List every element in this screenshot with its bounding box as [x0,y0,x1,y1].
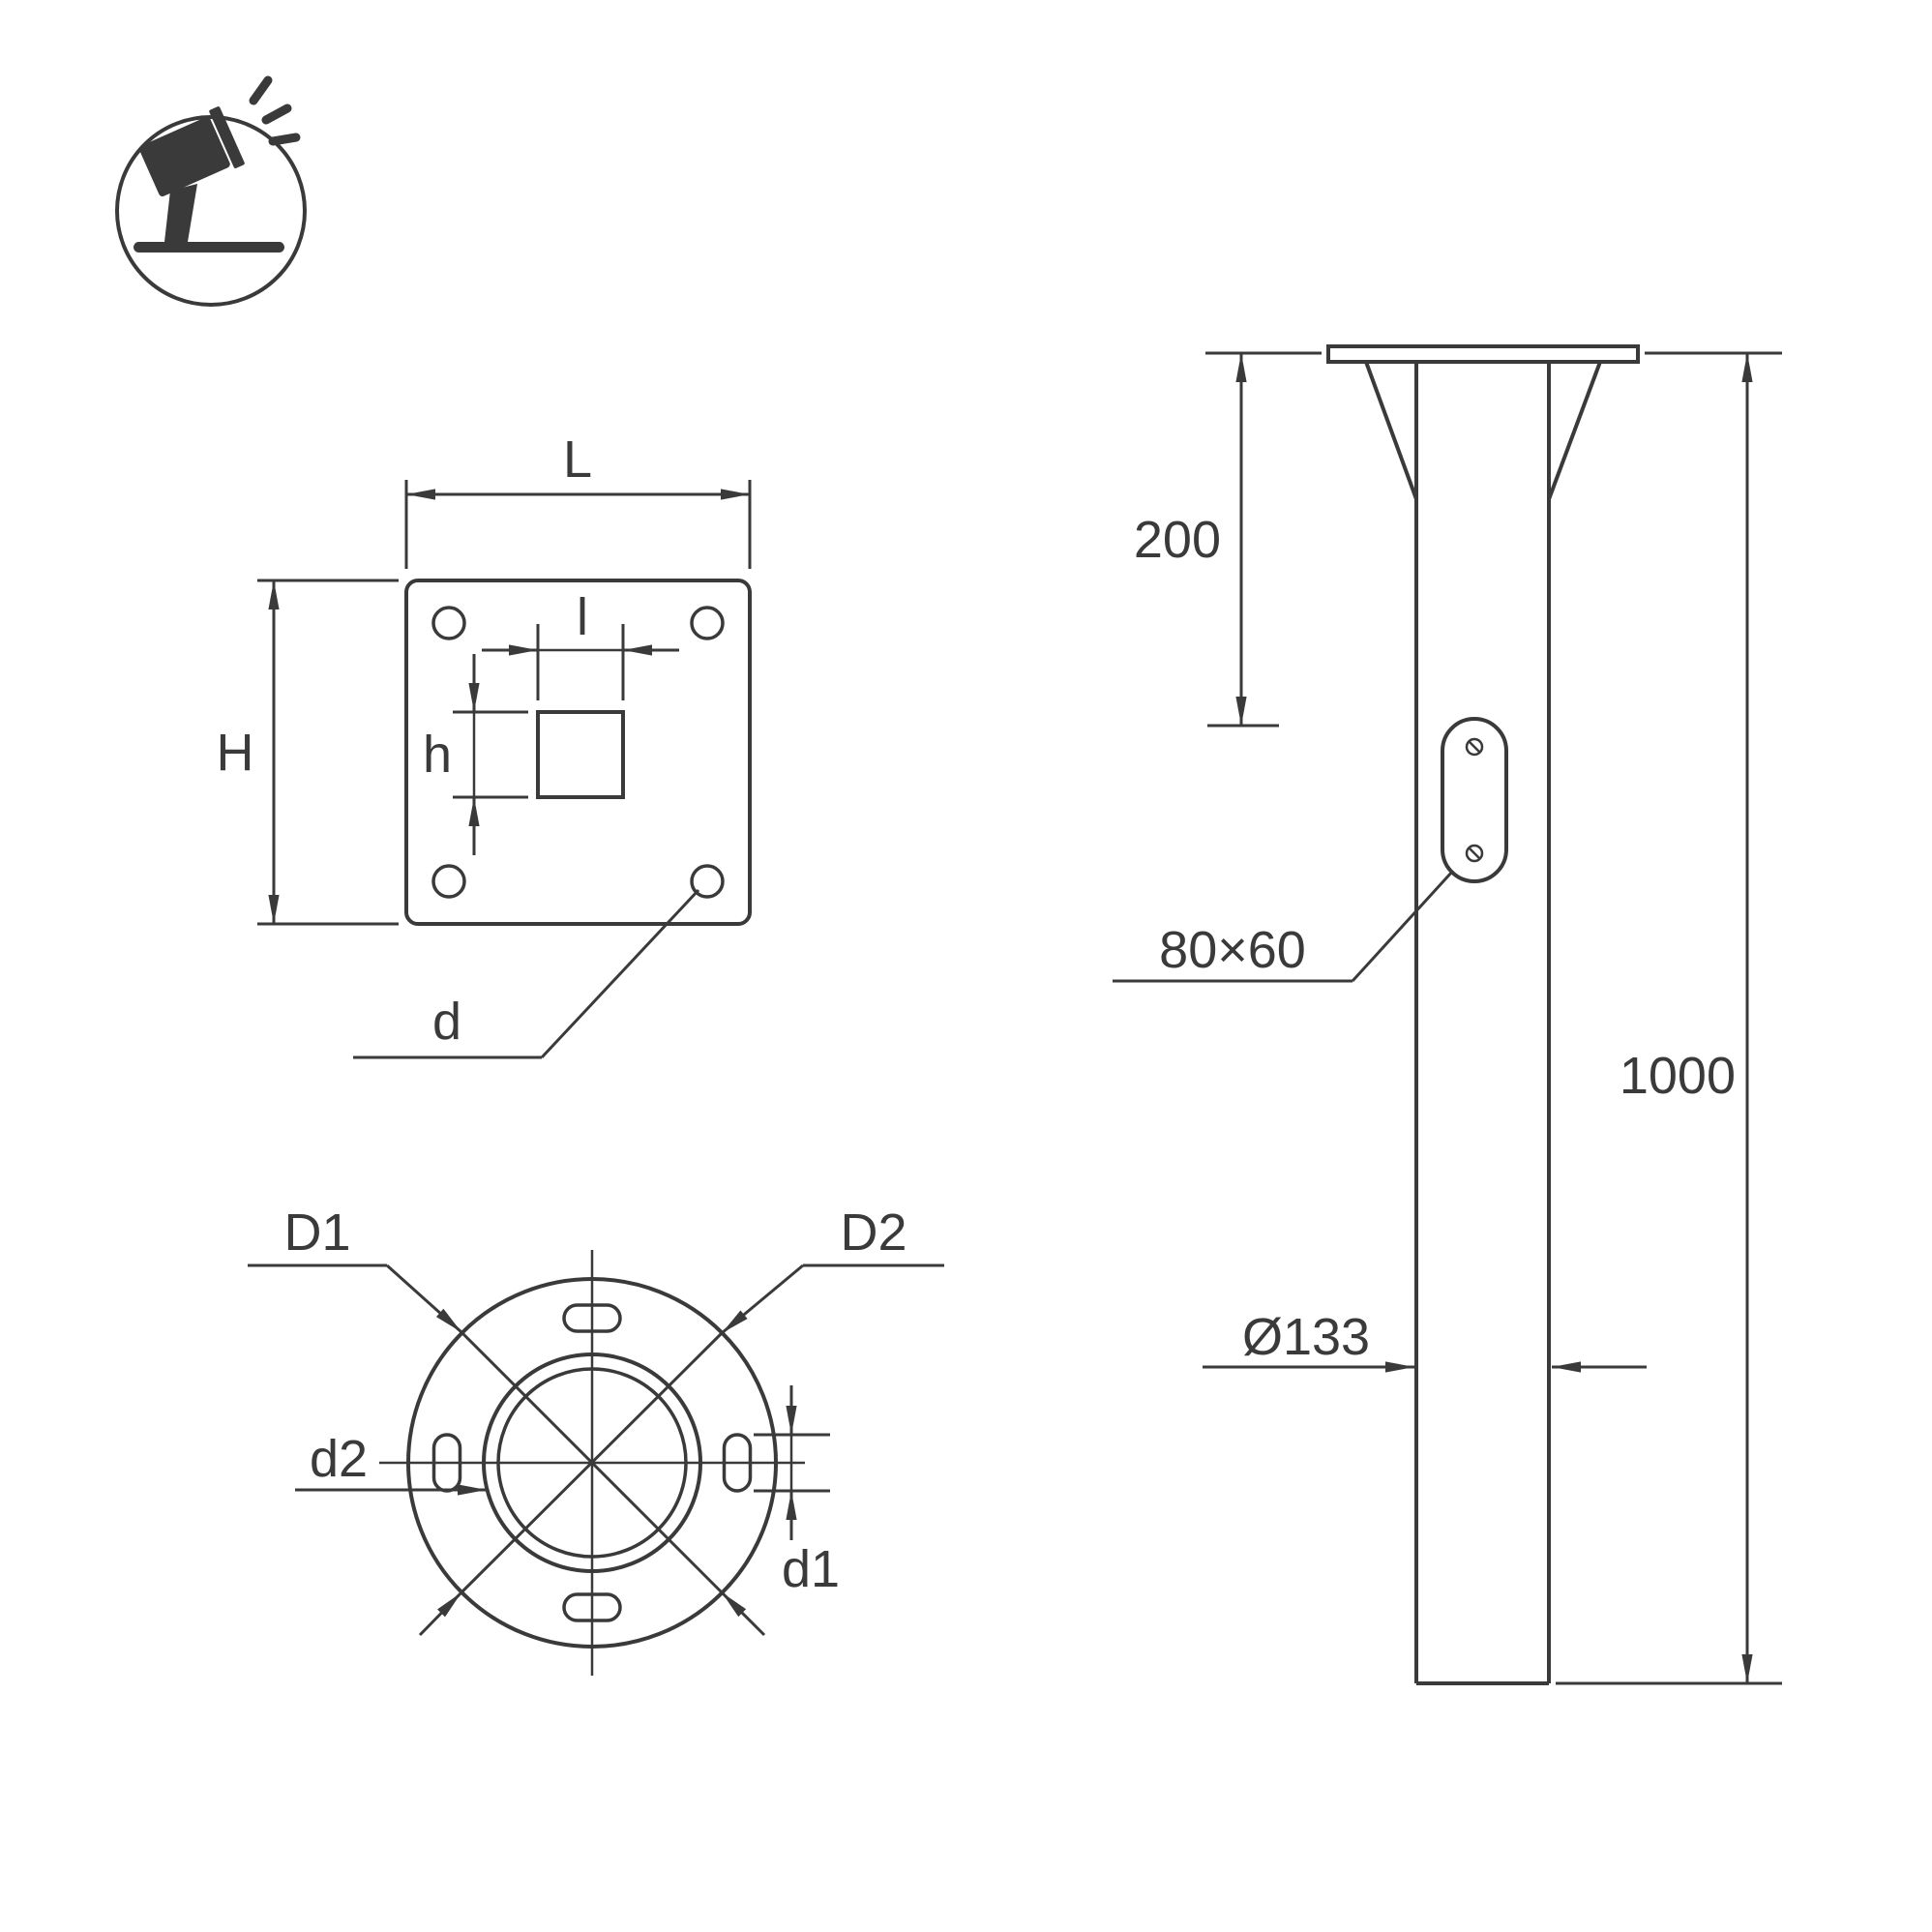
label-D1: D1 [283,1204,350,1262]
corner-holes [431,606,725,899]
transition-cone [1364,361,1602,500]
dimension-D1: D1 [248,1204,766,1637]
dimension-h: h [423,654,528,855]
floodlight-logo [115,75,307,307]
dimension-D2: D2 [418,1204,944,1637]
dimension-diameter-133: Ø133 [1203,1308,1647,1373]
dimension-1000: 1000 [1556,351,1782,1685]
side-view-pole: 200 1000 80×60 Ø133 [1113,344,1782,1685]
floodlight-head [139,106,245,196]
dimension-H: H [217,579,399,926]
label-1000: 1000 [1620,1047,1736,1105]
floodlight-stem [164,184,197,242]
dimension-200: 200 [1134,351,1322,728]
label-h: h [423,726,452,784]
screw-icon [1465,844,1484,863]
leader-d: d [353,888,700,1059]
pole-body [1414,362,1551,1685]
label-diameter-133: Ø133 [1242,1308,1370,1366]
dimension-L: L [404,431,752,569]
dimension-l: l [482,588,679,700]
floodlight-icon [134,75,301,253]
dimension-d1: d1 [754,1385,840,1598]
label-d1: d1 [782,1540,840,1598]
logo-circle [115,115,307,307]
top-flange [1326,344,1640,364]
leader-80x60: 80×60 [1113,870,1454,983]
label-D2: D2 [840,1204,907,1262]
center-square-hole [536,710,625,799]
label-H: H [217,724,254,782]
light-rays-icon [249,75,301,146]
label-d: d [432,993,461,1051]
label-80x60: 80×60 [1159,921,1306,979]
screw-icon [1465,737,1484,757]
label-200: 200 [1134,511,1221,569]
cable-opening [1441,717,1508,883]
label-d2: d2 [310,1430,368,1488]
top-view-flange-plate: L l H h [217,431,752,1059]
label-L: L [563,431,592,489]
label-l: l [577,588,588,646]
dimension-d2: d2 [295,1430,487,1496]
bottom-view-round-flange: D1 D2 d2 d1 [248,1204,944,1676]
flange-plate-outline [404,579,752,926]
floodlight-base [134,242,284,253]
